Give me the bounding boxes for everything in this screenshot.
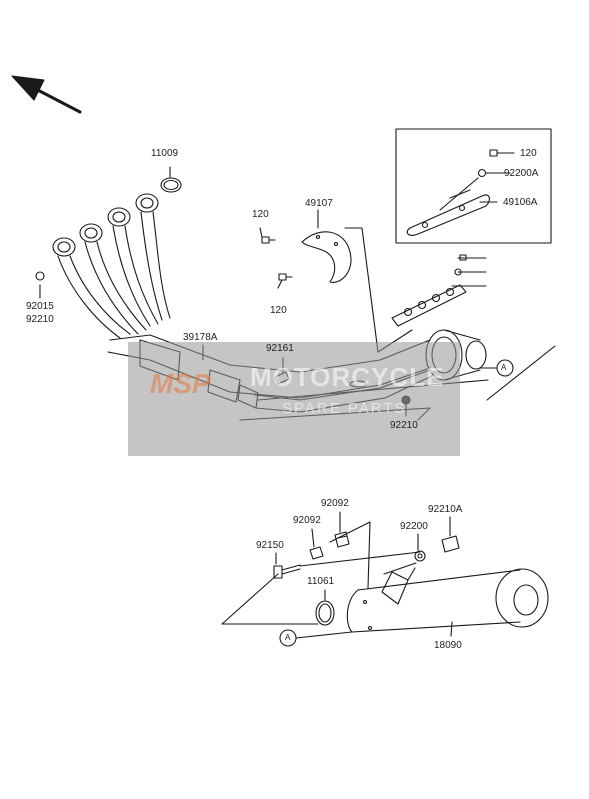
label-inset-92200A: 92200A <box>504 168 539 179</box>
watermark-banner <box>128 342 460 456</box>
label-92015: 92015 <box>26 301 54 312</box>
label-39178A: 39178A <box>183 332 218 343</box>
bolt-92150 <box>273 564 301 579</box>
label-92092-b: 92092 <box>321 498 349 509</box>
label-92092-a: 92092 <box>293 515 321 526</box>
cap-92210A <box>441 535 460 553</box>
label-11061: 11061 <box>307 576 335 587</box>
watermark-subtitle: SPARE PARTS <box>282 400 407 417</box>
ref-a-lower: A <box>285 633 291 642</box>
inset-parts <box>406 149 515 236</box>
bolt-120-mid <box>278 273 293 281</box>
label-92210-mid: 92210 <box>390 420 418 431</box>
ref-a-upper: A <box>501 363 507 372</box>
label-92161: 92161 <box>266 343 294 354</box>
gasket-11009 <box>160 177 182 193</box>
watermark-brand: MOTORCYCLE <box>250 362 445 392</box>
label-49107: 49107 <box>305 198 333 209</box>
inset-box <box>395 128 552 244</box>
washer-92015 <box>35 271 45 281</box>
heat-guard-49107 <box>301 231 352 283</box>
nut-92092-a <box>309 546 324 560</box>
front-direction-arrow-icon <box>11 75 82 114</box>
label-92210-left: 92210 <box>26 314 54 325</box>
bracket-plate <box>391 254 487 327</box>
muffler-18090 <box>346 562 549 633</box>
washer-92200 <box>414 550 426 562</box>
label-120-mid: 120 <box>270 305 287 316</box>
label-92200: 92200 <box>400 521 428 532</box>
bolt-120-top <box>261 236 276 244</box>
nut-92092-b <box>334 531 350 548</box>
watermark-logo: MSP <box>150 368 211 399</box>
label-120-top: 120 <box>252 209 269 220</box>
label-inset-49106A: 49106A <box>503 197 538 208</box>
label-11009: 11009 <box>151 148 179 159</box>
label-92150: 92150 <box>256 540 284 551</box>
label-92210A: 92210A <box>428 504 463 515</box>
gasket-11061 <box>315 600 335 626</box>
label-inset-120: 120 <box>520 148 537 159</box>
label-18090: 18090 <box>434 640 462 651</box>
